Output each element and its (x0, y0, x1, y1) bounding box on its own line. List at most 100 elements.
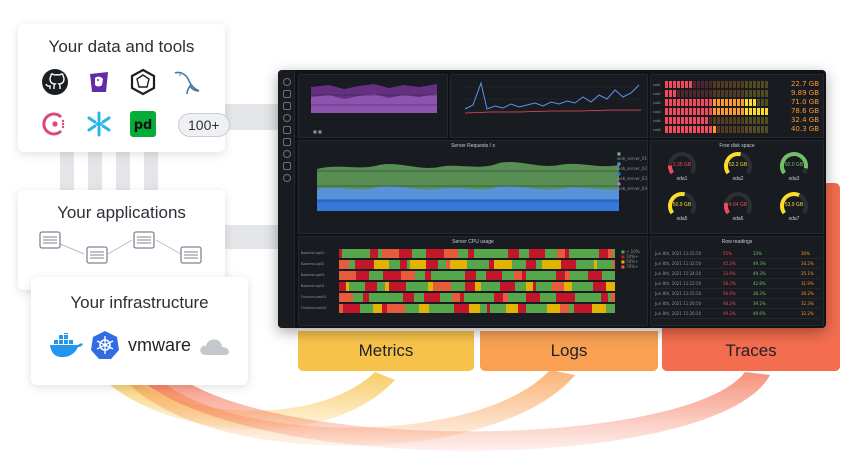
cpu-state-cell (594, 260, 597, 269)
disk-gauge (780, 152, 808, 175)
table-cell-time: Jun 8th, 2021 11:26:50 (655, 311, 702, 316)
bar-gauge-label: sda3 (653, 101, 661, 105)
tab-metrics[interactable]: Metrics (298, 331, 474, 371)
cpu-state-cell (560, 304, 569, 313)
cpu-state-cell (526, 249, 529, 258)
bar-gauge-segment (757, 90, 760, 97)
cpu-state-cell (536, 282, 552, 291)
cpu-state-cell (400, 260, 407, 269)
disk-gauge (724, 192, 752, 215)
bar-gauge-label: sda6 (653, 128, 661, 132)
cpu-state-cell (399, 249, 412, 258)
cpu-state-cell (382, 304, 387, 313)
explore-icon[interactable] (283, 114, 291, 122)
bar-gauge-segment (689, 117, 692, 124)
bar-gauge-segment (721, 90, 724, 97)
cpu-state-cell (369, 271, 378, 280)
cpu-state-cell (339, 293, 353, 302)
tab-traces[interactable]: Traces (662, 331, 840, 371)
cpu-state-cell (529, 249, 545, 258)
cpu-state-cell (480, 260, 489, 269)
bar-gauge-segment (765, 117, 768, 124)
bar-gauge-label: sda4 (653, 110, 661, 114)
bar-gauge-segment (729, 90, 732, 97)
table-cell-b: 42.8% (753, 281, 766, 286)
cpu-state-cell (612, 271, 615, 280)
bar-gauge-segment (673, 99, 676, 106)
alerting-icon[interactable] (283, 126, 291, 134)
shield-icon[interactable] (283, 162, 291, 170)
cpu-legend-item: ■ < 10% (621, 249, 640, 254)
bar-gauge-segment (737, 117, 740, 124)
cpu-state-cell (410, 260, 426, 269)
settings-icon[interactable] (283, 150, 291, 158)
cpu-state-cell (613, 260, 615, 269)
cpu-state-cell (514, 271, 522, 280)
bar-gauge-value: 71.0 GB (790, 98, 819, 106)
cpu-state-cell (547, 304, 560, 313)
cpu-state-cell (426, 260, 438, 269)
dashboards-icon[interactable] (283, 102, 291, 110)
search-icon[interactable] (283, 78, 291, 86)
cpu-state-cell (373, 304, 382, 313)
cpu-state-cell (468, 249, 474, 258)
cpu-state-cell (460, 293, 464, 302)
cpu-state-cell (349, 282, 365, 291)
cpu-state-cell (613, 249, 615, 258)
legend-item[interactable]: ■ web_server_01 (617, 151, 648, 161)
bar-gauge-segment (701, 126, 704, 133)
cpu-row-label: Backend-api01 (301, 251, 325, 255)
cpu-state-cell (476, 271, 483, 280)
add-icon[interactable] (283, 90, 291, 98)
bar-gauge-segment (685, 90, 688, 97)
more-integrations-badge[interactable]: 100+ (178, 113, 230, 137)
vmware-logo: vmware (128, 335, 192, 355)
cpu-state-cell (467, 260, 480, 269)
cpu-state-cell (522, 271, 526, 280)
disk-gauge-value: 53.9 GB (784, 202, 804, 208)
bar-gauge-segment (677, 117, 680, 124)
bar-gauge-segment (677, 90, 680, 97)
bar-gauge-label: sda5 (653, 119, 661, 123)
legend-item[interactable]: ■ web_server_04 (617, 181, 648, 191)
cpu-state-cell (407, 260, 410, 269)
bar-gauge-segment (681, 126, 684, 133)
bar-gauge-segment (745, 90, 748, 97)
bar-gauge-segment (685, 108, 688, 115)
disk-gauge-value: 52.2 GB (728, 162, 748, 168)
cpu-state-cell (526, 304, 530, 313)
cpu-state-cell (406, 282, 419, 291)
bar-gauge-segment (725, 81, 728, 88)
bar-gauge-segment (753, 117, 756, 124)
cpu-state-cell (508, 293, 526, 302)
cpu-legend-item: ■ 50%+ (621, 259, 639, 264)
bar-gauge-segment (665, 126, 668, 133)
cpu-state-cell (608, 293, 611, 302)
legend-item[interactable]: ■ web_server_02 (617, 161, 648, 171)
cpu-state-cell (374, 260, 389, 269)
cpu-state-cell (556, 293, 575, 302)
legend-item[interactable]: ■ web_server_03 (617, 171, 648, 181)
cpu-state-cell (419, 282, 428, 291)
bar-gauge-segment (685, 117, 688, 124)
table-cell-b: 39.2% (753, 301, 766, 306)
help-icon[interactable] (283, 174, 291, 182)
cpu-state-cell (570, 271, 588, 280)
connections-icon[interactable] (283, 138, 291, 146)
cpu-state-cell (556, 271, 565, 280)
tab-logs[interactable]: Logs (480, 331, 658, 371)
table-cell-a: 45.2% (723, 261, 736, 266)
cpu-state-cell (383, 271, 401, 280)
cpu-state-cell (469, 304, 480, 313)
